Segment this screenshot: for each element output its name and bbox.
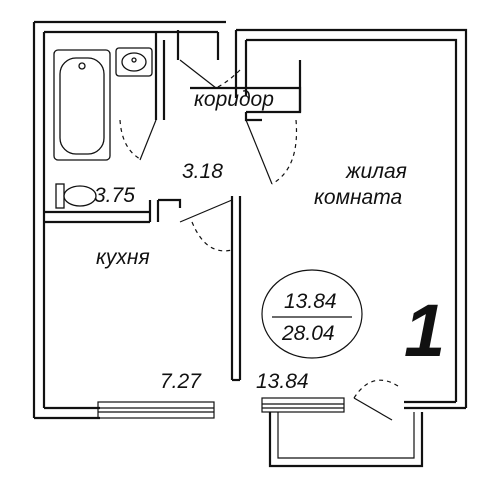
corridor-name: коридор [194, 88, 274, 111]
door-swings [119, 59, 298, 252]
room-count: 1 [404, 289, 445, 372]
living-name-line1: жилая [345, 160, 407, 183]
kitchen-name: кухня [96, 246, 150, 269]
total-area: 28.04 [281, 322, 335, 345]
balcony [268, 412, 424, 468]
toilet [55, 183, 97, 209]
living-name-line2: комната [314, 186, 402, 209]
balcony-door [353, 379, 399, 421]
bathtub [53, 49, 111, 161]
outer-walls [32, 20, 468, 420]
living-area: 13.84 [256, 370, 309, 393]
area-summary: 13.84 28.04 [261, 269, 363, 359]
kitchen-window [97, 401, 215, 419]
bathroom-area: 3.75 [94, 184, 135, 207]
corridor-area: 3.18 [182, 160, 223, 183]
living-window [261, 397, 345, 413]
sink [115, 47, 153, 77]
living-area-total: 13.84 [284, 290, 337, 313]
kitchen-area: 7.27 [160, 370, 202, 393]
